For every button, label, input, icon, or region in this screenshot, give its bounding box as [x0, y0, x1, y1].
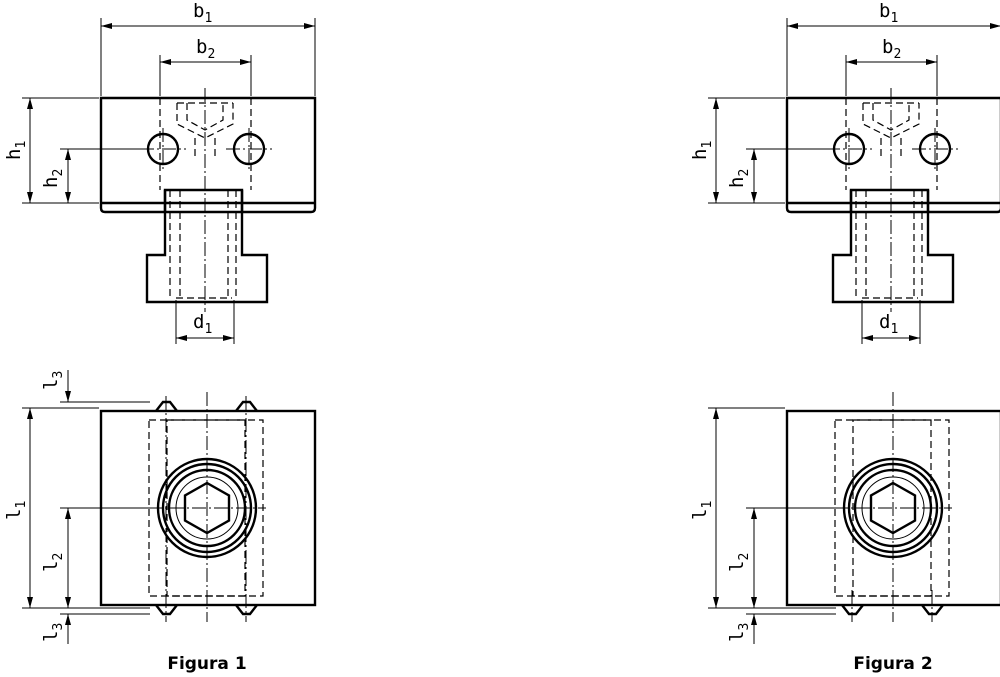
figure-2-dim-d1: d1	[879, 311, 898, 337]
figure-2-studs	[841, 590, 944, 622]
figure-2-dim-l2: l2	[726, 553, 752, 572]
figure-1-dim-b1: b1	[193, 0, 212, 26]
figure-2-top-view	[706, 390, 1000, 646]
figure-1-studs	[60, 370, 258, 622]
figure-1-dim-h1: h1	[3, 141, 29, 160]
figure-2-dim-l1: l1	[689, 501, 715, 520]
figure-1-front-view	[20, 16, 317, 346]
figure-2-dim-h2: h2	[726, 169, 752, 188]
figure-1-dim-h2: h2	[40, 169, 66, 188]
figure-1-dim-d1: d1	[193, 311, 212, 337]
figure-1: b1 b2 h1 h2 d1 l1 l2 l3 l3 Figura 1	[3, 0, 317, 674]
figure-2-dim-b1: b1	[879, 0, 898, 26]
figure-2: b1 b2 h1 h2 d1 l1 l2 l3 Figura 2	[689, 0, 1000, 674]
figure-1-top-view	[20, 390, 317, 646]
figure-2-dim-l3: l3	[726, 623, 752, 642]
figure-2-front-view	[706, 16, 1000, 346]
figure-1-dim-l2: l2	[40, 553, 66, 572]
figure-1-dim-l1: l1	[3, 501, 29, 520]
figure-1-dim-l3-bottom: l3	[40, 623, 66, 642]
figure-1-caption: Figura 1	[167, 654, 246, 674]
figure-1-dim-l3-top: l3	[40, 371, 66, 390]
figure-2-dim-h1: h1	[689, 141, 715, 160]
figure-2-caption: Figura 2	[853, 654, 932, 674]
figure-2-dim-b2: b2	[882, 36, 901, 62]
figure-1-dim-b2: b2	[196, 36, 215, 62]
